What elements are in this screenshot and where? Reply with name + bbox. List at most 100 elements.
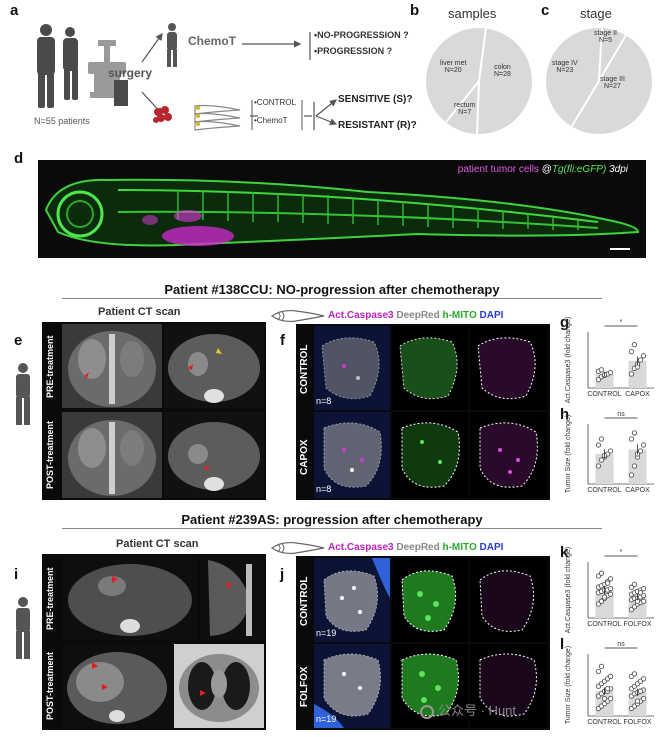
data-point [631,463,638,469]
tumor-cells-zebrafish-icon [153,104,241,131]
data-point [601,594,608,600]
significance-label: * [620,549,623,556]
n-count-capox: n=8 [316,484,332,494]
data-point [607,591,614,597]
outcome-progression: •PROGRESSION ? [314,46,393,56]
ct-title-2: Patient CT scan [116,538,199,550]
micrograph-merge-control-2 [314,558,390,642]
data-point [631,430,638,436]
section1-rule [62,298,602,299]
ct-scan-post-axial [164,412,264,498]
chemo-label: ChemoT [188,34,236,48]
panel-label-e: e [14,332,23,349]
stain-header-2: Act.Caspase3 DeepRed h-MITO DAPI [328,542,503,553]
ct-panel-2: PRE-treatment POST-treatment [42,554,266,730]
data-point [598,457,605,463]
data-point [595,668,602,675]
surgery-label: surgery [108,66,153,80]
x-tick-control: CONTROL [587,719,621,726]
n-count-control-2: n=19 [316,628,337,638]
data-point [640,598,647,604]
stain-hmito: h-MITO [439,310,477,321]
data-point [628,371,635,377]
arm-control: •CONTROL [254,98,296,107]
data-point [595,463,602,469]
y-axis-label: Act.Caspase3 (fold change) [565,317,572,403]
pie-stage [546,27,652,134]
micrograph-caspase-capox [470,412,548,498]
significance-label: ns [617,411,625,418]
row-control-label-1: CONTROL [299,344,310,394]
panel-label-f: f [280,332,285,349]
section1-title: Patient #138CCU: NO-progression after ch… [164,282,500,297]
stain-hmito-2: h-MITO [439,542,477,553]
row-control-label-2: CONTROL [299,576,310,626]
panel-label-i: i [14,566,19,583]
panel-label-a: a [10,2,19,19]
x-tick-capox: CAPOX [625,391,650,398]
stain-caspase: Act.Caspase3 [328,310,394,321]
outcome-no-progression: •NO-PROGRESSION ? [314,30,409,40]
stain-header-1: Act.Caspase3 DeepRed h-MITO DAPI [328,310,503,321]
ct2-scan-pre-axial [62,556,198,640]
watermark-text: 公众号 · Hunt [438,703,517,718]
x-tick-capox: CAPOX [625,487,650,494]
ct-scan-pre-axial [164,324,264,408]
stain-deepred-2: DeepRed [393,542,440,553]
data-point [640,585,647,592]
ct2-scan-pre-sagittal [200,556,264,640]
ct2-scan-post-lung [174,644,264,728]
panel-label-h: h [560,406,570,423]
data-point [640,442,647,448]
n-count-folfox: n=19 [316,714,337,724]
data-point [604,686,611,692]
section2-rule [62,528,602,529]
outcome-resistant: RESISTANT (R)? [338,120,417,131]
zebrafish-micrograph: patient tumor cells @Tg(fli:eGFP) 3dpi [38,160,646,258]
micrograph-hmito-folfox [392,644,468,728]
data-point [637,357,644,363]
micrograph-grid-2: CONTROL FOLFOX n=19 n=19 [296,556,550,730]
x-tick-folfox: FOLFOX [623,621,651,628]
ct-scan-pre-coronal [62,324,162,408]
panel-label-d: d [14,150,24,167]
patient-surgery-illustration [37,24,128,108]
data-point [607,585,614,592]
data-point [631,581,638,588]
zebrafish-larva-icon-2 [270,541,325,555]
micrograph-merge-folfox [314,644,390,728]
panel-label-g: g [560,314,570,331]
data-point [607,369,614,376]
micrograph-caspase-control-2 [470,558,548,642]
stain-dapi: DAPI [476,310,504,321]
data-point [607,673,614,679]
data-point [634,698,641,704]
y-axis-label: Act.Caspase3 (fold change) [565,547,572,633]
arm-chemot: •ChemoT [254,116,288,125]
data-point [628,436,635,442]
data-point [607,448,614,454]
data-point [640,676,647,682]
y-axis-label: Tumor Size (fold change) [565,415,572,493]
panel-label-l: l [560,636,565,653]
panel-label-b: b [410,2,420,19]
data-point [598,436,605,442]
caption-at: @ [538,164,552,175]
watermark: 公众号 · Hunt [420,700,516,719]
data-point [607,576,614,582]
data-point [637,688,644,694]
person-icon [16,363,30,425]
data-point [637,448,644,454]
n-count-control-1: n=8 [316,396,332,406]
y-axis-label: Tumor Size (fold change) [565,646,572,724]
pie-samples [426,27,532,135]
post-treatment-label-1: POST-treatment [45,421,55,490]
micrograph-hmito-capox [392,412,468,498]
